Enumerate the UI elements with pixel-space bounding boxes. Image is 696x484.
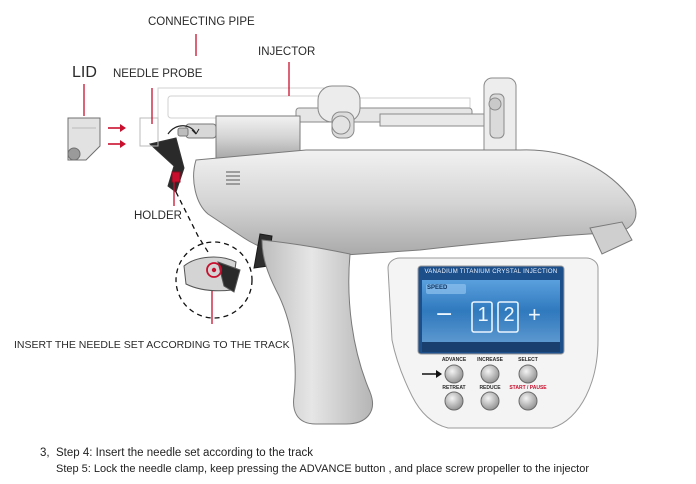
retreat-button-shape bbox=[444, 391, 464, 411]
leader-lines bbox=[83, 34, 290, 324]
lid-arrows bbox=[108, 124, 126, 148]
plus-symbol: + bbox=[528, 302, 541, 327]
value-digit-1: 1 bbox=[477, 304, 489, 326]
reduce-label: REDUCE bbox=[479, 385, 501, 391]
increase-label: INCREASE bbox=[477, 357, 503, 363]
reduce-button-shape bbox=[480, 391, 500, 411]
insertion-track bbox=[175, 191, 253, 319]
step-prefix: 3, bbox=[40, 447, 50, 459]
value-digit-2: 2 bbox=[503, 304, 515, 326]
start-pause-label: START / PAUSE bbox=[509, 385, 547, 391]
select-label: SELECT bbox=[518, 357, 538, 363]
lid-part bbox=[67, 117, 101, 161]
minus-symbol: − bbox=[435, 302, 454, 327]
step-5-text: Step 5: Lock the needle clamp, keep pres… bbox=[56, 463, 589, 475]
gun-body bbox=[193, 115, 637, 425]
advance-arrow bbox=[422, 370, 442, 378]
label-connecting-pipe: CONNECTING PIPE bbox=[148, 16, 255, 28]
label-holder: HOLDER bbox=[134, 210, 182, 222]
control-panel bbox=[387, 257, 599, 429]
holder-detail bbox=[183, 256, 241, 293]
label-injector: INJECTOR bbox=[258, 46, 316, 58]
retreat-label: RETREAT bbox=[442, 385, 466, 391]
needle-holder bbox=[148, 123, 217, 193]
needle-probe-ghost bbox=[139, 117, 159, 147]
panel-tab: SPEED bbox=[427, 285, 448, 291]
increase-button-shape bbox=[480, 364, 500, 384]
advance-button-shape bbox=[444, 364, 464, 384]
select-button-shape bbox=[518, 364, 538, 384]
panel-screen: VANADIUM TITANIUM CRYSTAL INJECTION SPEE… bbox=[418, 266, 564, 354]
label-needle-probe: NEEDLE PROBE bbox=[113, 68, 203, 80]
step-4-text: Step 4: Insert the needle set according … bbox=[56, 447, 313, 459]
label-lid: LID bbox=[72, 64, 97, 81]
start-pause-button-shape bbox=[518, 391, 538, 411]
label-insert-track: INSERT THE NEEDLE SET ACCORDING TO THE T… bbox=[14, 339, 290, 351]
panel-buttons bbox=[444, 364, 538, 411]
panel-title: VANADIUM TITANIUM CRYSTAL INJECTION bbox=[424, 269, 558, 275]
advance-label: ADVANCE bbox=[441, 357, 467, 363]
